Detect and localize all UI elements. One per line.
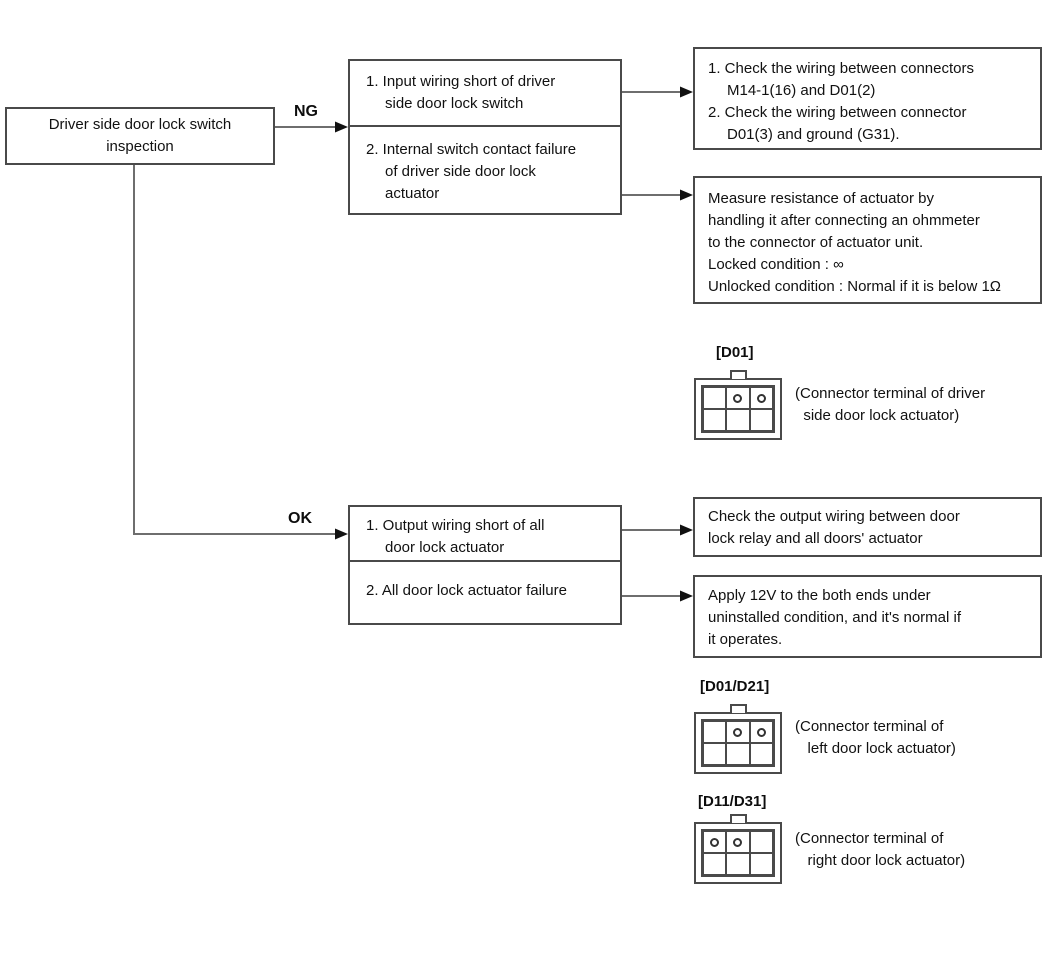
pin-circle	[756, 727, 766, 737]
wiring-check-item-1: 1. Check the wiring between connectors M…	[708, 60, 974, 99]
connector-pin-cell	[749, 409, 773, 431]
connector-tab	[729, 814, 747, 823]
connector-body	[694, 378, 782, 440]
connector-d01-d21-label: [D01/D21]	[700, 678, 770, 695]
connector-pin-cell	[703, 831, 727, 853]
connector-pin-cell	[703, 853, 727, 875]
ng-cause-1-text: 1. Input wiring short of driver side doo…	[366, 73, 556, 112]
connector-pin-cell	[749, 831, 773, 853]
ng-cause-2: 2. Internal switch contact failure of dr…	[350, 127, 620, 211]
connector-body	[694, 822, 782, 884]
connector-pin-cell	[726, 721, 750, 743]
connector-pin-grid	[701, 829, 775, 877]
ng-action1-arrowhead	[680, 86, 693, 98]
pin-circle	[733, 393, 743, 403]
connector-d01-label: [D01]	[716, 344, 754, 361]
connector-pin-cell	[726, 743, 750, 765]
connector-pin-cell	[749, 721, 773, 743]
pin-circle	[733, 727, 743, 737]
connector-pin-cell	[726, 409, 750, 431]
connector-d01-diagram	[694, 370, 782, 440]
connector-tab	[729, 370, 747, 379]
pin-circle	[733, 837, 743, 847]
ng-action-resistance-check-box: Measure resistance of actuator by handli…	[693, 176, 1042, 304]
connector-pin-cell	[726, 853, 750, 875]
ok-cause-2: 2. All door lock actuator failure	[350, 562, 620, 621]
output-wiring-check-text: Check the output wiring between door loc…	[708, 508, 960, 547]
ok-arrowhead	[335, 528, 348, 540]
connector-d11-d31-caption: (Connector terminal of right door lock a…	[795, 830, 966, 869]
ok-label: OK	[288, 510, 312, 527]
ng-arrowhead	[335, 121, 348, 133]
connector-pin-cell	[703, 409, 727, 431]
connector-tab	[729, 704, 747, 713]
connector-pin-grid	[701, 385, 775, 433]
pin-circle	[710, 837, 720, 847]
ng-label: NG	[294, 103, 318, 120]
start-box: Driver side door lock switch inspection	[5, 107, 275, 165]
ok-causes-box: 1. Output wiring short of all door lock …	[348, 505, 622, 625]
wiring-check-item-2: 2. Check the wiring between connector D0…	[708, 104, 967, 143]
connector-pin-cell	[726, 831, 750, 853]
ng-cause-1: 1. Input wiring short of driver side doo…	[350, 61, 620, 127]
ok-action-apply-12v-box: Apply 12V to the both ends under uninsta…	[693, 575, 1042, 658]
ok-action2-arrowhead	[680, 590, 693, 602]
ok-action-output-wiring-box: Check the output wiring between door loc…	[693, 497, 1042, 557]
connector-pin-cell	[749, 387, 773, 409]
ok-action1-arrowhead	[680, 524, 693, 536]
ng-action-wiring-check-box: 1. Check the wiring between connectors M…	[693, 47, 1042, 150]
connector-d01-caption: (Connector terminal of driver side door …	[795, 385, 986, 424]
ng-action2-arrowhead	[680, 189, 693, 201]
connector-d11-d31-diagram	[694, 814, 782, 884]
connector-pin-cell	[749, 743, 773, 765]
connector-d01-d21-caption: (Connector terminal of left door lock ac…	[795, 718, 956, 757]
connector-pin-cell	[726, 387, 750, 409]
connector-body	[694, 712, 782, 774]
connector-d11-d31-label: [D11/D31]	[698, 793, 767, 810]
connector-pin-cell	[703, 387, 727, 409]
connector-pin-cell	[749, 853, 773, 875]
connector-pin-cell	[703, 721, 727, 743]
resistance-check-text: Measure resistance of actuator by handli…	[708, 190, 1002, 295]
ng-cause-2-text: 2. Internal switch contact failure of dr…	[366, 141, 577, 202]
connector-d01-d21-diagram	[694, 704, 782, 774]
pin-circle	[756, 393, 766, 403]
apply-12v-check-text: Apply 12V to the both ends under uninsta…	[708, 587, 962, 648]
ok-branch-line	[133, 165, 336, 535]
ng-causes-box: 1. Input wiring short of driver side doo…	[348, 59, 622, 215]
connector-pin-cell	[703, 743, 727, 765]
ok-cause-1-text: 1. Output wiring short of all door lock …	[366, 517, 545, 556]
connector-pin-grid	[701, 719, 775, 767]
ok-cause-1: 1. Output wiring short of all door lock …	[350, 507, 620, 562]
ok-cause-2-text: 2. All door lock actuator failure	[366, 582, 567, 599]
